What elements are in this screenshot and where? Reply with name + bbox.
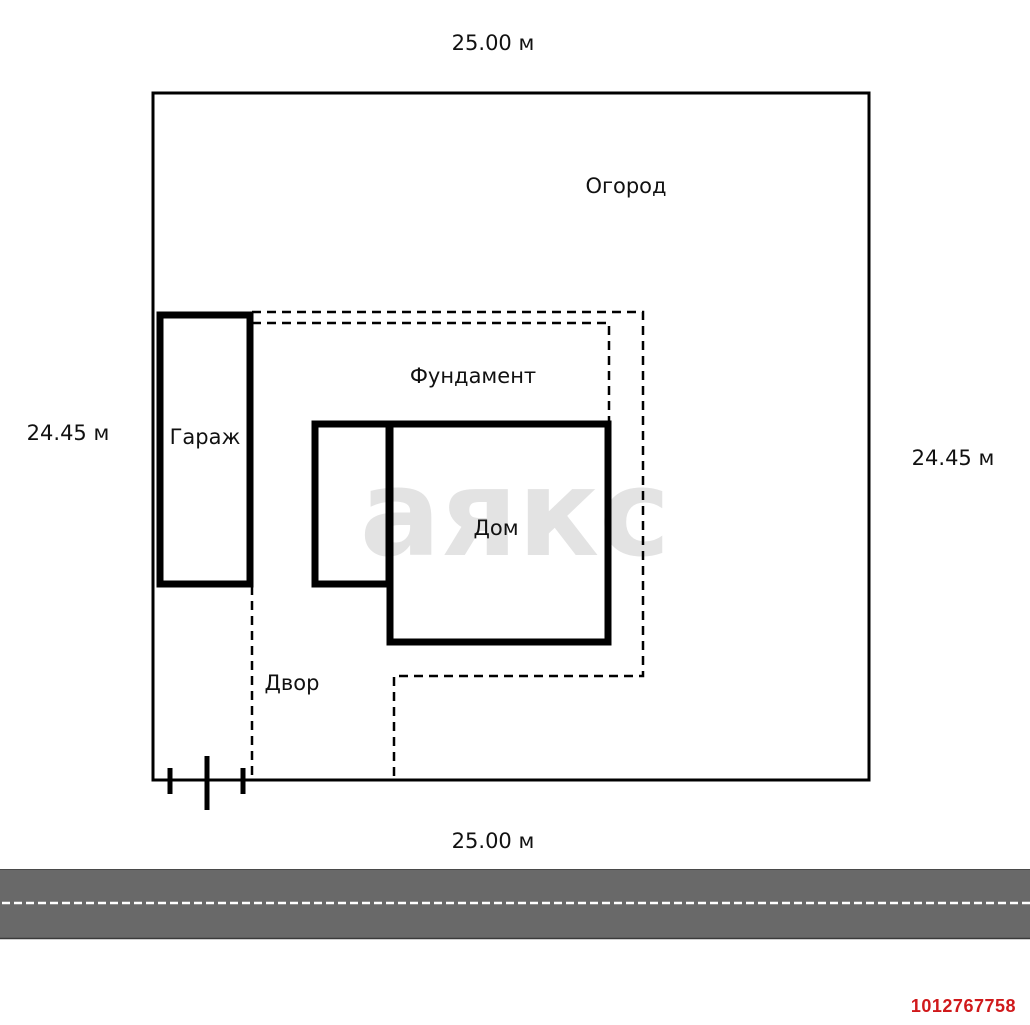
garage-outline xyxy=(156,311,254,588)
foundation-outer-outline xyxy=(252,310,645,780)
house-outline xyxy=(386,420,612,646)
plot-boundary xyxy=(151,91,871,782)
zone-label-yard: Двор xyxy=(265,671,320,695)
foundation-inner-outline xyxy=(252,321,611,423)
zone-label-garage: Гараж xyxy=(170,425,241,449)
listing-id: 1012767758 xyxy=(910,996,1016,1016)
dimension-top: 25.00 м xyxy=(452,31,535,55)
zone-label-house: Дом xyxy=(473,516,518,540)
zone-label-garden: Огород xyxy=(585,174,666,198)
zone-label-foundation: Фундамент xyxy=(410,364,536,388)
road xyxy=(0,869,1030,940)
gate-icon xyxy=(167,756,246,810)
dimension-bottom: 25.00 м xyxy=(452,829,535,853)
dimension-right: 24.45 м xyxy=(912,446,995,470)
watermark: аякс xyxy=(360,445,671,584)
dimension-left: 24.45 м xyxy=(27,421,110,445)
